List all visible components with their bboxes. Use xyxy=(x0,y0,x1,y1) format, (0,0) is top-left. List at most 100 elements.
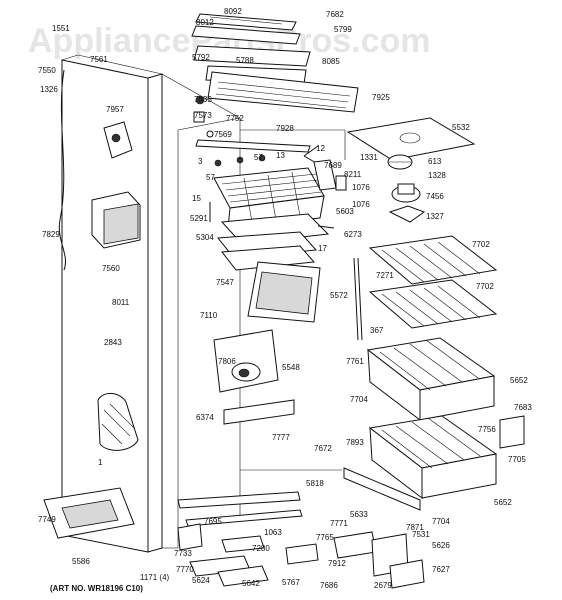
part-label: 5624 xyxy=(192,576,210,585)
part-label: 7110 xyxy=(200,311,218,320)
cover-5586 xyxy=(43,487,135,539)
part-label: 5642 xyxy=(242,579,260,588)
air-grille-7925 xyxy=(207,71,359,113)
part-label: 7280 xyxy=(252,544,270,553)
part-label: 7752 xyxy=(226,114,244,123)
part-5633 xyxy=(333,531,377,559)
part-label: 13 xyxy=(276,151,285,160)
part-label: 7777 xyxy=(272,433,290,442)
part-label: 7547 xyxy=(216,278,234,287)
bracket-7957 xyxy=(103,121,133,159)
top-rail-8012 xyxy=(191,25,301,45)
part-8211 xyxy=(335,175,347,191)
part-label: 5799 xyxy=(334,25,352,34)
part-label: 1063 xyxy=(264,528,282,537)
part-label: 1076 xyxy=(352,183,370,192)
part-label: 7550 xyxy=(38,66,56,75)
part-label: 5603 xyxy=(336,207,354,216)
part-label: 5291 xyxy=(190,214,208,223)
part-label: 8011 xyxy=(112,298,130,307)
part-label: 7704 xyxy=(350,395,368,404)
part-label: 7682 xyxy=(326,10,344,19)
part-label: 7761 xyxy=(346,357,364,366)
top-cover-5532 xyxy=(346,117,476,161)
part-label: 7695 xyxy=(204,517,222,526)
part-label: 367 xyxy=(370,326,384,335)
basket-5652-upper xyxy=(366,337,496,422)
part-label: 7560 xyxy=(102,264,120,273)
drain-tube xyxy=(58,69,66,271)
part-label: 57 xyxy=(254,153,263,162)
part-label: 7569 xyxy=(214,130,232,139)
part-label: 8211 xyxy=(344,170,362,179)
part-label: 7835 xyxy=(194,95,212,104)
part-label: 1 xyxy=(98,458,103,467)
part-label: 7912 xyxy=(328,559,346,568)
part-label: 7749 xyxy=(38,515,56,524)
part-label: 8092 xyxy=(224,7,242,16)
part-label: 5532 xyxy=(452,123,470,132)
top-rail-8092 xyxy=(195,13,297,31)
fan-613 xyxy=(387,154,413,170)
part-label: 7683 xyxy=(514,403,532,412)
bar-7777 xyxy=(223,399,295,425)
shelf-7702-upper xyxy=(368,235,498,285)
rail-lower xyxy=(185,509,303,527)
part-label: 7456 xyxy=(426,192,444,201)
part-label: 5572 xyxy=(330,291,348,300)
part-label: 7561 xyxy=(90,55,108,64)
basket-5652-lower xyxy=(368,415,498,500)
part-label: 5818 xyxy=(306,479,324,488)
part-label: 5652 xyxy=(510,376,528,385)
part-label: 1327 xyxy=(426,212,444,221)
part-label: 1328 xyxy=(428,171,446,180)
part-label: 5767 xyxy=(282,578,300,587)
part-label: 7702 xyxy=(472,240,490,249)
part-label: 5586 xyxy=(72,557,90,566)
part-label: 8085 xyxy=(322,57,340,66)
part-label: 6374 xyxy=(196,413,214,422)
part-label: 7925 xyxy=(372,93,390,102)
part-label: 5548 xyxy=(282,363,300,372)
valve-7627 xyxy=(371,533,425,589)
bracket-7683 xyxy=(499,415,525,449)
ladder-367 xyxy=(353,257,363,341)
part-label: 17 xyxy=(318,244,327,253)
part-label: 2843 xyxy=(104,338,122,347)
bracket-1327 xyxy=(388,205,426,223)
part-label: 7893 xyxy=(346,438,364,447)
part-label: 7702 xyxy=(476,282,494,291)
part-label: 5304 xyxy=(196,233,214,242)
part-label: 7756 xyxy=(478,425,496,434)
part-label: 7686 xyxy=(320,581,338,590)
part-label: 7573 xyxy=(194,111,212,120)
part-label: 7531 xyxy=(412,530,430,539)
part-label: 2679 xyxy=(374,581,392,590)
shelf-7702-lower xyxy=(368,279,498,329)
part-label: 1551 xyxy=(52,24,70,33)
part-label: 7704 xyxy=(432,517,450,526)
part-label: 7770 xyxy=(176,565,194,574)
plate-5642 xyxy=(217,565,269,587)
part-label: 57 xyxy=(206,173,215,182)
part-label: 7705 xyxy=(508,455,526,464)
motor-7456 xyxy=(391,183,421,203)
bracket-7695 xyxy=(177,523,203,551)
part-label: 7271 xyxy=(376,271,394,280)
clip-7835 xyxy=(195,95,205,105)
pin-6273 xyxy=(317,225,335,229)
control-box-5548 xyxy=(213,329,279,393)
bracket-7573 xyxy=(193,111,205,123)
part-label: 5652 xyxy=(494,498,512,507)
art-number: (ART NO. WR18196 C10) xyxy=(50,584,143,593)
part-label: 1331 xyxy=(360,153,378,162)
part-label: 7765 xyxy=(316,533,334,542)
part-label: 5788 xyxy=(236,56,254,65)
part-label: 8012 xyxy=(196,18,214,27)
part-label: 5633 xyxy=(350,510,368,519)
part-label: 3 xyxy=(198,157,203,166)
parts-bag-1 xyxy=(97,393,139,451)
part-label: 7627 xyxy=(432,565,450,574)
